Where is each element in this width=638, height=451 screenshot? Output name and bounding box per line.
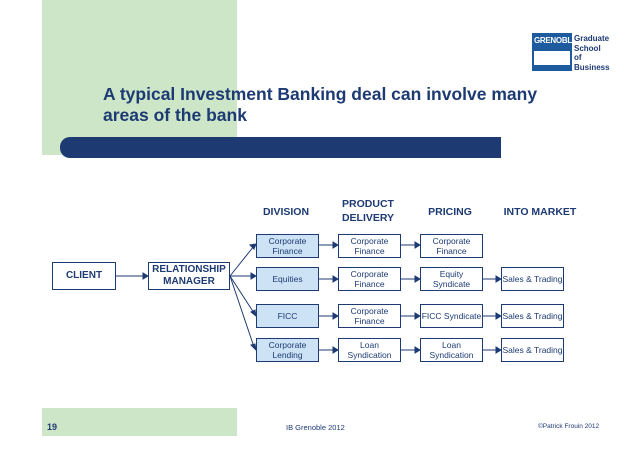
title-underline-bar: [60, 137, 501, 158]
connector-rm-corporate-finance: [229, 245, 255, 277]
logo-mark: GRENOBLE: [532, 33, 577, 71]
logo-mark-text: GRENOBLE: [534, 36, 577, 45]
arrowhead: [414, 275, 421, 283]
arrowhead: [414, 241, 421, 249]
arrowhead: [495, 275, 502, 283]
arrowhead: [414, 346, 421, 354]
relationship-manager-box: RELATIONSHIP MANAGER: [148, 262, 230, 290]
delivery-box-3: Corporate Finance: [338, 304, 401, 328]
arrowhead: [332, 346, 339, 354]
logo-text: Graduate School of Business: [574, 34, 610, 72]
footer-copyright: ©Patrick Frouin 2012: [538, 423, 600, 430]
division-box-corporate-lending: Corporate Lending: [256, 338, 319, 362]
decorative-green-footer: [42, 408, 237, 436]
page-number: 19: [47, 422, 58, 432]
logo-mark-panel: [534, 51, 570, 65]
arrowhead: [250, 309, 257, 318]
arrowhead: [495, 346, 502, 354]
connector-rm-ficc: [229, 275, 255, 314]
arrowhead: [414, 312, 421, 320]
client-box: CLIENT: [52, 262, 116, 290]
logo-line-3: Business: [574, 62, 610, 72]
pricing-box-4: Loan Syndication: [420, 338, 483, 362]
column-header-into-market: INTO MARKET: [503, 206, 577, 218]
pricing-box-2: Equity Syndicate: [420, 267, 483, 291]
arrowhead: [248, 243, 257, 250]
footer-center-text: IB Grenoble 2012: [286, 423, 345, 432]
arrowhead: [495, 312, 502, 320]
column-header-product-delivery: PRODUCT DELIVERY: [341, 198, 395, 224]
arrowhead: [332, 275, 339, 283]
logo-line-2: School of: [574, 43, 601, 63]
division-box-ficc: FICC: [256, 304, 319, 328]
arrowhead: [250, 272, 257, 280]
arrowhead: [250, 343, 257, 352]
decorative-green-band: [42, 0, 237, 155]
column-header-division: DIVISION: [262, 206, 310, 218]
connector-rm-corporate-lending: [229, 275, 255, 348]
delivery-box-2: Corporate Finance: [338, 267, 401, 291]
column-header-pricing: PRICING: [428, 206, 472, 218]
school-logo: GRENOBLE Graduate School of Business: [532, 33, 610, 72]
market-box-2: Sales & Trading: [501, 267, 564, 291]
market-box-4: Sales & Trading: [501, 338, 564, 362]
arrowhead: [332, 241, 339, 249]
pricing-box-3: FICC Syndicate: [420, 304, 483, 328]
arrowhead: [332, 312, 339, 320]
delivery-box-4: Loan Syndication: [338, 338, 401, 362]
division-box-equities: Equities: [256, 267, 319, 291]
pricing-box-1: Corporate Finance: [420, 234, 483, 258]
arrowhead: [142, 272, 149, 280]
delivery-box-1: Corporate Finance: [338, 234, 401, 258]
logo-line-1: Graduate: [574, 34, 610, 43]
slide-title: A typical Investment Banking deal can in…: [103, 84, 538, 125]
market-box-3: Sales & Trading: [501, 304, 564, 328]
division-box-corporate-finance: Corporate Finance: [256, 234, 319, 258]
